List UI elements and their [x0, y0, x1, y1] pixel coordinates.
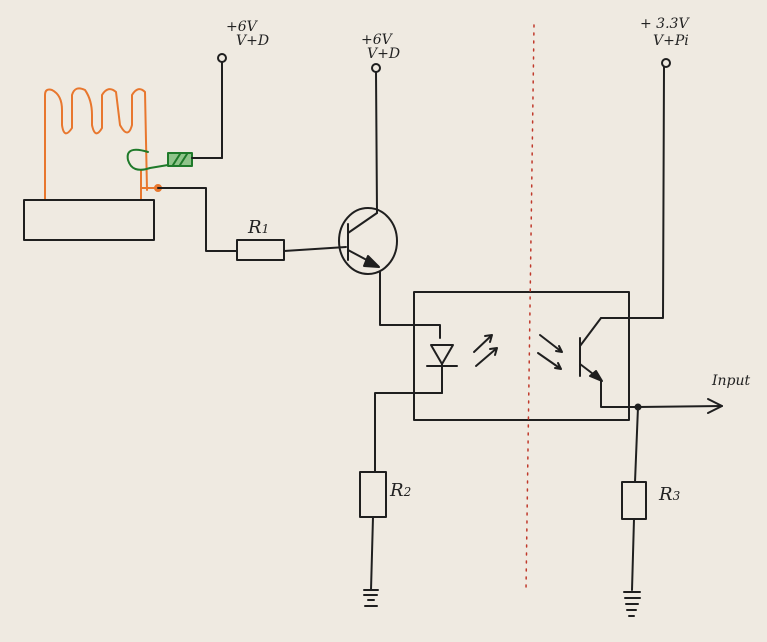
transistor-arrow — [363, 255, 380, 268]
supply-left-terminal — [217, 53, 227, 63]
r3-resistor — [621, 481, 647, 520]
output-arrow — [707, 398, 723, 414]
supply-mid-voltage: +6V — [361, 32, 392, 48]
supply-right-name: V+Pi — [653, 33, 689, 49]
r1-resistor — [236, 239, 285, 261]
supply-left-voltage: +6V — [226, 19, 257, 35]
switch-loop — [126, 148, 169, 171]
optocoupler-box — [413, 291, 630, 421]
isolation-divider — [525, 24, 535, 591]
r2-resistor — [359, 471, 387, 518]
supply-mid-wire — [375, 71, 378, 214]
r1-label: R1 — [248, 217, 270, 238]
output-label: Input — [712, 373, 751, 389]
ground-left — [363, 589, 379, 607]
supply-right-voltage: + 3.3V — [640, 16, 689, 32]
supply-mid-terminal — [371, 63, 381, 73]
led-diode — [430, 344, 454, 365]
supply-left-name: V+D — [236, 33, 270, 49]
r2-label: R2 — [390, 480, 412, 501]
output-wire — [637, 405, 723, 408]
wire-led-r2 — [374, 392, 443, 473]
wire-emitter-led — [379, 271, 441, 339]
transistor-collector — [347, 212, 378, 234]
supply-right-terminal — [661, 58, 671, 68]
r3-label: R3 — [659, 484, 681, 505]
ground-right — [623, 591, 641, 617]
phototransistor-collector — [579, 317, 602, 347]
supply-mid-name: V+D — [367, 46, 401, 62]
transistor-body — [338, 207, 398, 275]
heater-base — [23, 199, 155, 241]
wire-to-r1 — [157, 187, 237, 252]
heater-coil — [44, 87, 148, 201]
phototransistor-arrow — [589, 370, 603, 382]
